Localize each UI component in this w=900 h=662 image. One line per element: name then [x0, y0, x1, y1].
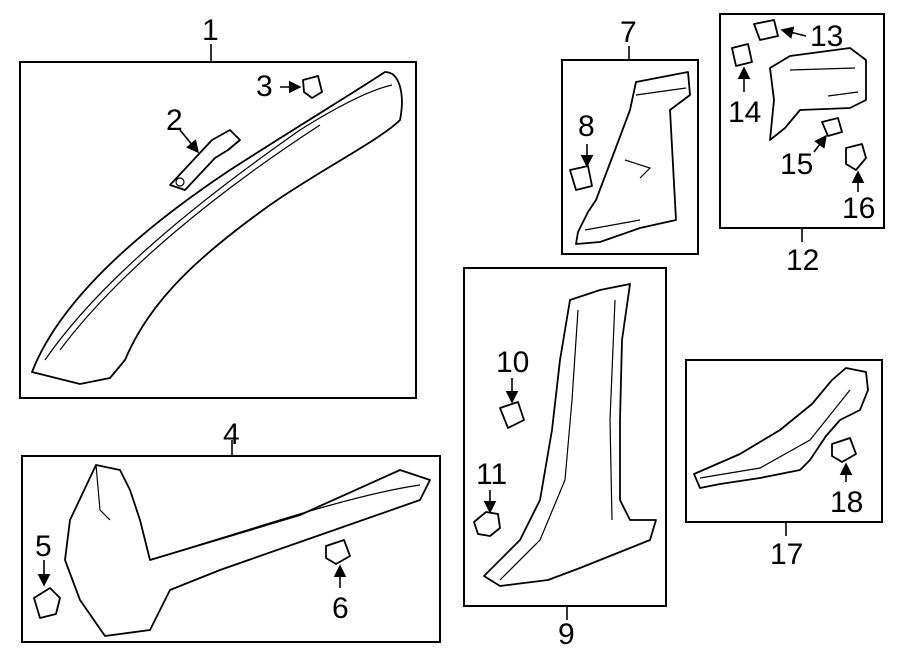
callout-11: 11	[476, 458, 507, 491]
lower-b-pillar-group	[463, 267, 667, 620]
a-pillar-clip	[302, 75, 323, 99]
callout-10: 10	[496, 346, 529, 379]
sill-group	[21, 440, 441, 643]
callout-13: 13	[810, 20, 843, 53]
leader-2	[179, 129, 200, 154]
upper-b-pillar-group	[561, 46, 699, 255]
callout-2: 2	[166, 104, 183, 137]
quarter-trim-panel	[769, 47, 867, 141]
leader-13	[780, 26, 807, 39]
callout-8: 8	[578, 110, 595, 143]
a-pillar-bracket	[169, 129, 241, 191]
quarter-clip-14	[731, 43, 753, 67]
callout-7: 7	[620, 16, 637, 49]
rear-sill-trim	[693, 367, 869, 489]
callout-4: 4	[223, 418, 240, 451]
upper-b-pillar-trim	[575, 71, 691, 245]
sill-clip-5	[33, 587, 61, 619]
a-pillar-trim	[31, 71, 403, 385]
callout-16: 16	[842, 192, 875, 225]
rear-sill-clip	[831, 437, 857, 463]
callout-12: 12	[786, 244, 819, 277]
quarter-screw-15	[821, 117, 843, 137]
callout-3: 3	[256, 70, 273, 103]
quarter-trim-box	[719, 13, 885, 229]
quarter-trim-group	[719, 13, 885, 242]
callout-6: 6	[332, 592, 349, 625]
quarter-clip-13	[753, 19, 779, 41]
a-pillar-group	[19, 44, 417, 399]
callout-15: 15	[780, 148, 813, 181]
callout-18: 18	[830, 486, 863, 519]
sill-clip-6	[325, 539, 351, 565]
callout-14: 14	[728, 96, 761, 129]
leader-15	[813, 134, 827, 153]
callout-5: 5	[35, 530, 52, 563]
quarter-hook-16	[845, 143, 867, 171]
callout-17: 17	[770, 538, 803, 571]
callout-9: 9	[558, 618, 575, 651]
callout-1: 1	[202, 14, 219, 47]
rear-sill-group	[685, 359, 883, 536]
lower-b-pillar-clip-10	[499, 401, 525, 429]
sill-trim	[64, 464, 431, 637]
